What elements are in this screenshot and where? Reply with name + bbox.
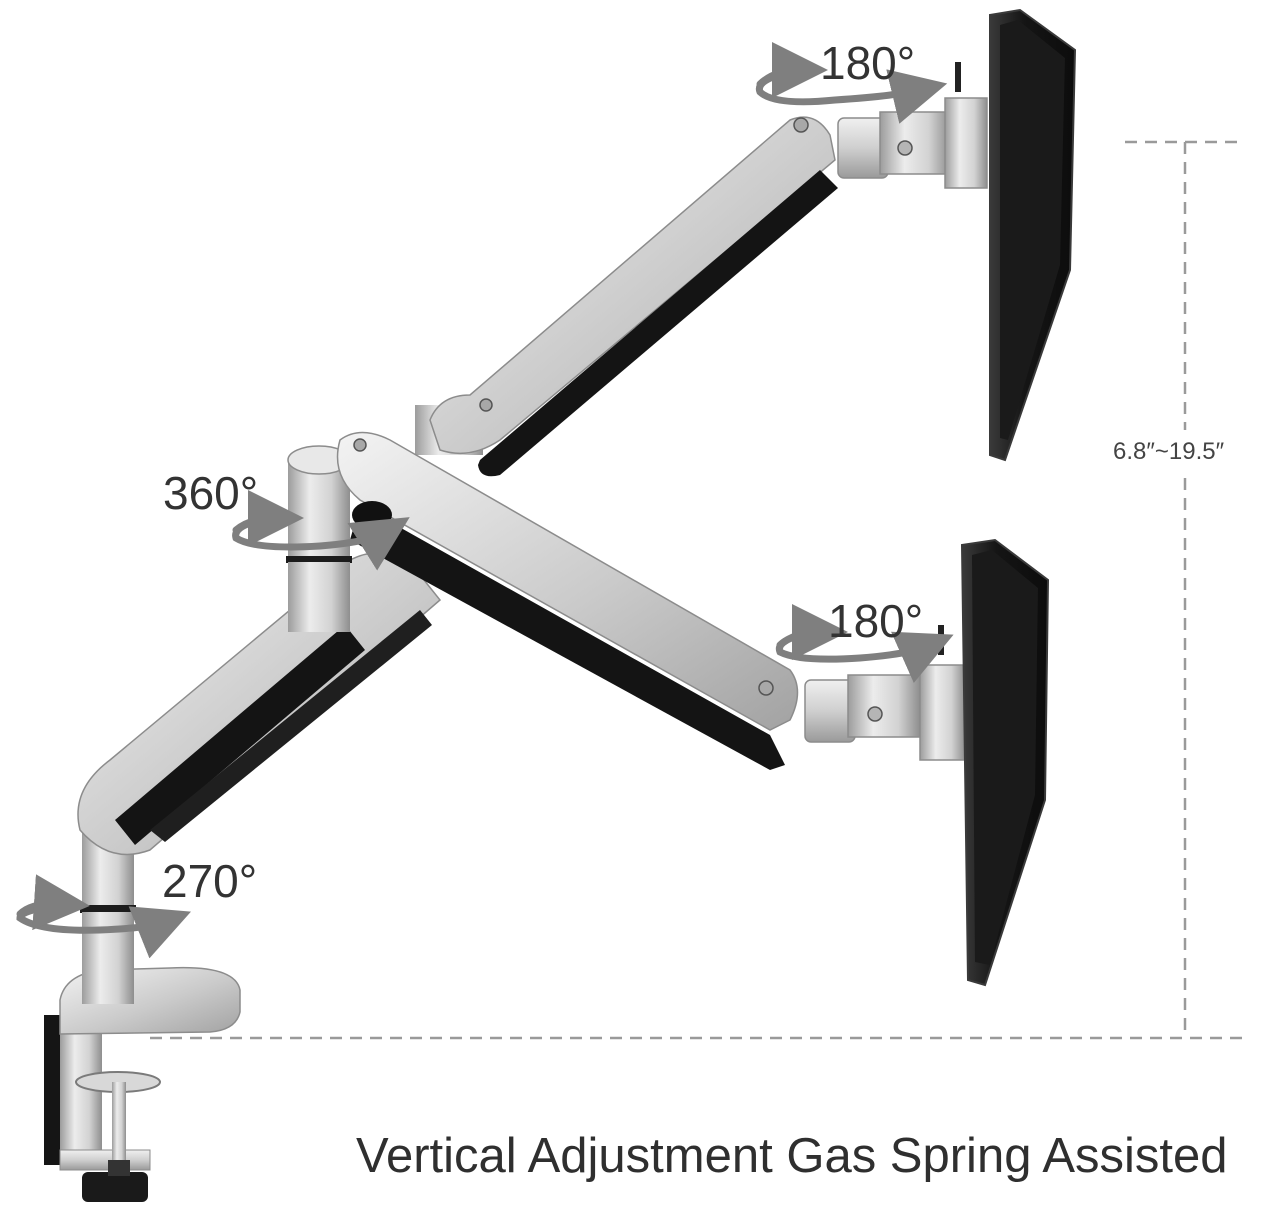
arm-joint-rotation-label: 360° — [163, 467, 259, 519]
bottom-rotation-arrow-upper-icon — [776, 604, 848, 661]
bottom-monitor-rotation-label: 180° — [828, 595, 924, 647]
height-range-label: 6.8″~19.5″ — [1113, 438, 1225, 465]
upper-arm — [415, 116, 838, 477]
clamp-side-plate — [44, 1015, 62, 1165]
height-dimension-lines — [150, 140, 1245, 1040]
top-tilt-head — [837, 62, 988, 189]
caption: Vertical Adjustment Gas Spring Assisted — [356, 1129, 1228, 1183]
rotation-arrows — [16, 42, 954, 959]
bottom-monitor — [960, 538, 1050, 987]
base-rotation-label: 270° — [162, 855, 258, 907]
middle-rotation-arrow-upper-icon — [232, 490, 304, 547]
base-rotation-arrow-upper-icon — [16, 874, 90, 931]
top-rotation-arrow-upper-icon — [756, 42, 828, 99]
desk-clamp — [44, 966, 241, 1202]
lower-arm-segment — [77, 552, 442, 856]
top-monitor — [989, 8, 1077, 462]
clamp-knob — [82, 1172, 148, 1202]
top-monitor-rotation-label: 180° — [820, 37, 916, 89]
